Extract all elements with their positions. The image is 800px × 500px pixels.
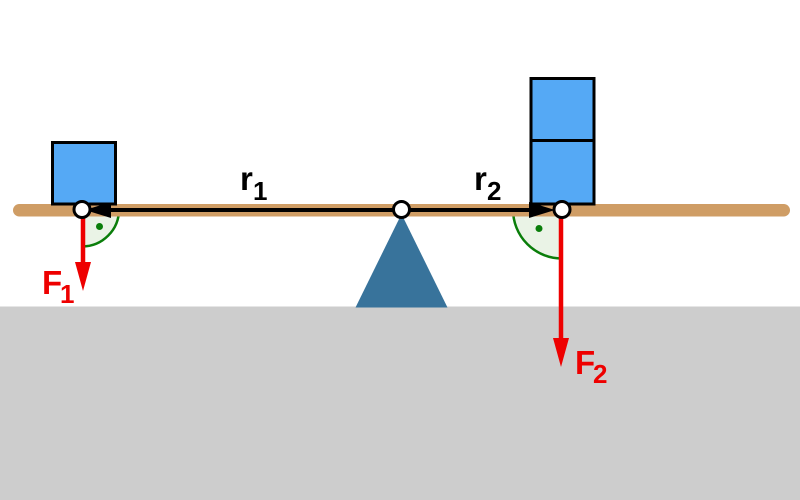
load-block-right-top[interactable] — [529, 77, 596, 142]
label-f2-base: F — [575, 344, 595, 381]
right-angle-dot-right-icon — [535, 225, 543, 232]
label-f2-subscript: 2 — [593, 359, 607, 389]
label-f2: F 2 — [575, 344, 607, 389]
lever-arm-arrowhead-left-icon — [85, 202, 111, 218]
label-r1-base: r — [240, 160, 253, 197]
right-angle-dot-left-icon — [96, 223, 103, 230]
force-arrowhead-f1-icon — [75, 262, 91, 291]
angle-arc-right-icon — [511, 209, 563, 260]
attachment-point-left-icon — [72, 200, 92, 219]
load-block-left[interactable] — [51, 141, 117, 206]
load-block-right-bottom[interactable] — [529, 139, 596, 206]
angle-marker-right — [513, 209, 562, 259]
label-r1: r 1 — [240, 160, 267, 206]
pivot-point-icon — [392, 200, 411, 219]
fulcrum-triangle — [355, 214, 448, 308]
ground — [0, 306, 800, 500]
force-arrowhead-f2-icon — [553, 338, 569, 367]
label-r2: r 2 — [474, 160, 501, 206]
label-r2-base: r — [474, 160, 487, 197]
lever-arm-arrowhead-right-icon — [529, 202, 555, 218]
attachment-point-right-icon — [552, 200, 572, 219]
label-r2-subscript: 2 — [487, 176, 501, 206]
label-f1-base: F — [42, 264, 62, 301]
label-r1-subscript: 1 — [253, 176, 267, 206]
label-f1: F 1 — [42, 264, 74, 309]
label-f1-subscript: 1 — [60, 279, 74, 309]
